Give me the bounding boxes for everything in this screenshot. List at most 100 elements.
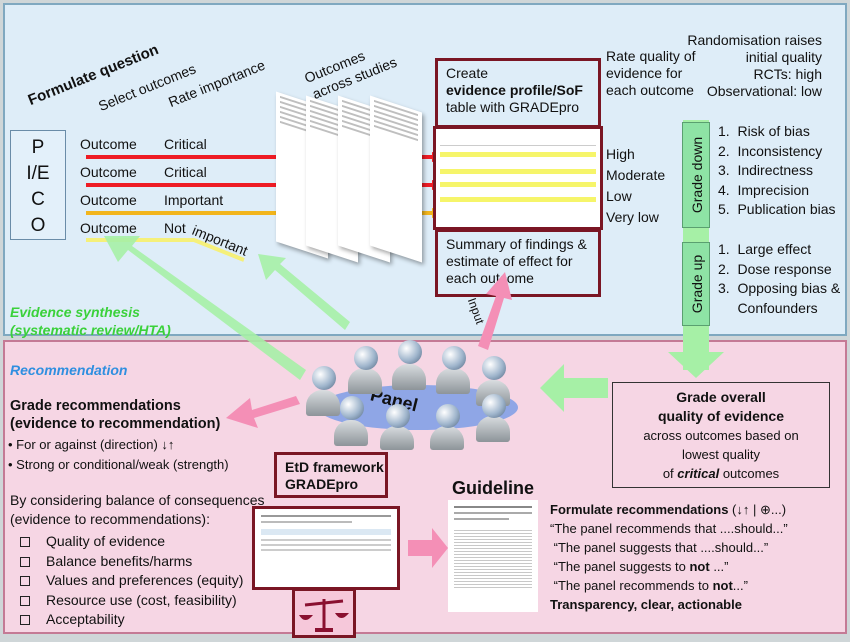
- etd-framework-box: EtD framework GRADEpro: [274, 452, 388, 498]
- transparency-label: Transparency, clear, actionable: [550, 597, 742, 612]
- statement-bold: not: [712, 578, 733, 593]
- person-icon: [334, 420, 368, 446]
- recommendation-label: Recommendation: [10, 362, 128, 378]
- rate-quality-line: Rate quality of: [606, 48, 696, 64]
- person-head-icon: [386, 404, 410, 428]
- statement: “The panel recommends to not...”: [550, 576, 788, 595]
- grade-up-item: 3. Opposing bias &: [718, 280, 841, 296]
- etd-line2: GRADEpro: [285, 476, 359, 492]
- grade-recommendations-title: Grade recommendations: [10, 398, 181, 414]
- pink-arrow-to-grade-rec: [226, 396, 300, 428]
- grade-down-item: 1. Risk of bias: [718, 123, 810, 139]
- grade-up-item: 2. Dose response: [718, 260, 832, 277]
- guideline-thumbnail: [448, 500, 538, 612]
- randomisation-line: Observational: low: [706, 83, 822, 99]
- summary-of-findings-box: Summary of findings & estimate of effect…: [435, 229, 601, 297]
- sof-table-thumbnail: [433, 126, 603, 230]
- randomisation-line: RCTs: high: [753, 66, 822, 82]
- quality-levels: High Moderate Low Very low: [606, 144, 665, 228]
- pico-box: P I/E C O: [10, 130, 66, 240]
- checklist-item: Values and preferences (equity): [20, 571, 243, 591]
- checklist-item: Quality of evidence: [20, 532, 243, 552]
- create-evidence-profile-box: Create evidence profile/SoF table with G…: [435, 58, 601, 128]
- grade-down-item: 2. Inconsistency: [718, 142, 823, 159]
- person-icon: [380, 426, 414, 450]
- grade-down-box: Grade down: [682, 122, 710, 228]
- pico-c: C: [31, 189, 45, 210]
- person-head-icon: [436, 404, 460, 428]
- pink-input-arrow: [478, 272, 512, 350]
- overall-line5-pre: of: [662, 466, 678, 481]
- overall-line4: lowest quality: [681, 447, 761, 462]
- checklist-item-label: Balance benefits/harms: [46, 552, 193, 569]
- importance-label: Not: [164, 220, 186, 236]
- balance-scale-icon: [299, 599, 349, 632]
- etd-thumbnail: [252, 506, 400, 590]
- etd-line1: EtD framework: [285, 459, 384, 475]
- person-icon: [348, 368, 382, 394]
- randomisation-text: Randomisation raises initial quality RCT…: [687, 32, 822, 100]
- person-icon: [436, 368, 470, 394]
- rate-quality-line: each outcome: [606, 82, 694, 98]
- quality-level: Low: [606, 188, 632, 204]
- critical-outcome-line: [86, 183, 436, 187]
- person-head-icon: [482, 394, 506, 418]
- grade-down-item: 4. Imprecision: [718, 181, 810, 198]
- grade-up-item: 1. Large effect: [718, 241, 812, 257]
- considering-line1: By considering balance of consequences: [10, 492, 265, 508]
- person-head-icon: [398, 340, 422, 364]
- summary-line3: each outcome: [446, 270, 534, 286]
- overall-line5: of critical outcomes: [613, 464, 829, 483]
- statement-pre: “The panel suggests that ....should...”: [550, 540, 769, 555]
- randomisation-line: initial quality: [745, 49, 822, 65]
- pink-arrow-to-guideline: [408, 528, 448, 568]
- pico-ie: I/E: [26, 163, 50, 184]
- rate-quality-text: Rate quality of evidence for each outcom…: [606, 48, 696, 99]
- create-box-line3: table with GRADEpro: [446, 99, 580, 115]
- formulate-rec-rest: (↓↑ | ⊕...): [728, 502, 787, 517]
- person-head-icon: [312, 366, 336, 390]
- overall-line5-em: critical: [677, 466, 720, 481]
- checklist-item: Resource use (cost, feasibility): [20, 591, 243, 611]
- grade-down-arrowhead: [668, 352, 724, 378]
- importance-label: Important: [164, 192, 224, 208]
- checklist-item: Acceptability: [20, 610, 243, 630]
- create-box-line2: evidence profile/SoF: [446, 82, 583, 98]
- grade-up-box: Grade up: [682, 242, 710, 326]
- statement: “The panel recommends that ....should...…: [550, 519, 788, 538]
- person-head-icon: [354, 346, 378, 370]
- formulate-recommendations-block: Formulate recommendations (↓↑ | ⊕...) “T…: [550, 500, 788, 614]
- overall-line1: Grade overall: [676, 389, 766, 405]
- formulate-rec-title: Formulate recommendations (↓↑ | ⊕...): [550, 500, 788, 519]
- evidence-synthesis-label: Evidence synthesis: [10, 304, 140, 320]
- overall-line3: across outcomes based on: [643, 428, 799, 443]
- grade-overall-box: Grade overall quality of evidence across…: [612, 382, 830, 488]
- rate-quality-line: evidence for: [606, 65, 683, 81]
- checklist-item-label: Values and preferences (equity): [46, 572, 244, 588]
- formulate-rec-bold: Formulate recommendations: [550, 502, 729, 517]
- statement-bold: not: [689, 559, 710, 574]
- checkbox-icon: [20, 537, 30, 548]
- outcome-label: Outcome: [80, 164, 137, 180]
- important-outcome-line: [86, 211, 436, 215]
- statement-post: ...”: [709, 559, 729, 574]
- grade-down-item: 5. Publication bias: [718, 201, 836, 217]
- checklist-item-label: Quality of evidence: [46, 533, 166, 549]
- grade-up-list: 1. Large effect 2. Dose response 3. Oppo…: [718, 240, 840, 318]
- checkbox-icon: [20, 615, 30, 626]
- panel-graphic: Panel: [300, 340, 530, 450]
- checklist-item-label: Acceptability: [46, 611, 125, 627]
- consideration-checklist: Quality of evidence Balance benefits/har…: [20, 532, 243, 630]
- statement: “The panel suggests that ....should...”: [550, 538, 788, 557]
- create-box-line1: Create: [446, 65, 489, 81]
- summary-line1: Summary of findings &: [446, 236, 587, 252]
- outcome-label: Outcome: [80, 136, 137, 152]
- statement: “The panel suggests to not ...”: [550, 557, 788, 576]
- balance-scale-thumbnail: [292, 588, 356, 638]
- checklist-item-label: Resource use (cost, feasibility): [46, 591, 237, 608]
- person-head-icon: [340, 396, 364, 420]
- checkbox-icon: [20, 595, 30, 606]
- grade-recommendations-sub: (evidence to recommendation): [10, 416, 221, 432]
- randomisation-line: Randomisation raises: [687, 32, 822, 48]
